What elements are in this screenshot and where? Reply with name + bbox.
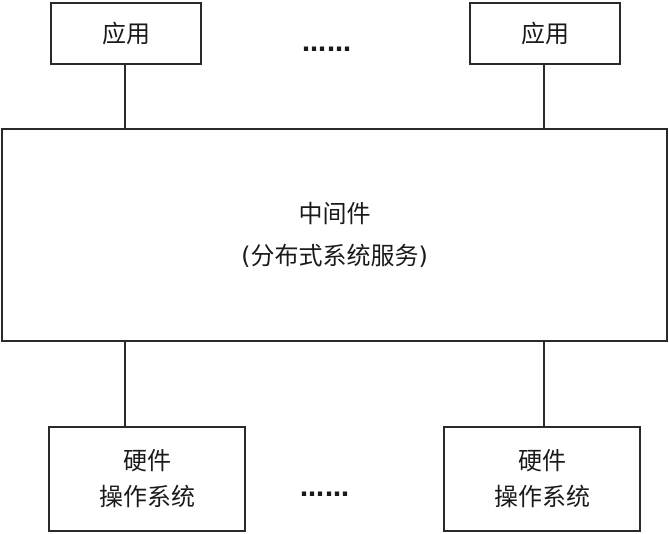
connector-middleware-to-platform-right xyxy=(543,342,545,426)
middleware-title: 中间件 xyxy=(298,200,371,228)
platform-box-left: 硬件 操作系统 xyxy=(48,426,246,532)
platform-box-right: 硬件 操作系统 xyxy=(443,426,641,532)
connector-middleware-to-platform-left xyxy=(124,342,126,426)
platform-hardware-label-right: 硬件 xyxy=(518,447,566,475)
application-box-right: 应用 xyxy=(469,2,621,65)
middleware-box: 中间件 (分布式系统服务) xyxy=(1,128,668,342)
connector-app-left-to-middleware xyxy=(124,65,126,128)
application-box-left: 应用 xyxy=(50,2,202,65)
application-label-right: 应用 xyxy=(521,19,569,48)
connector-app-right-to-middleware xyxy=(543,65,545,128)
platform-os-label-right: 操作系统 xyxy=(494,483,590,511)
platform-hardware-label-left: 硬件 xyxy=(123,447,171,475)
middleware-subtitle: (分布式系统服务) xyxy=(241,242,428,270)
platform-os-label-left: 操作系统 xyxy=(99,483,195,511)
platforms-ellipsis: …… xyxy=(300,474,350,502)
application-label-left: 应用 xyxy=(102,19,150,48)
applications-ellipsis: …… xyxy=(302,29,352,57)
